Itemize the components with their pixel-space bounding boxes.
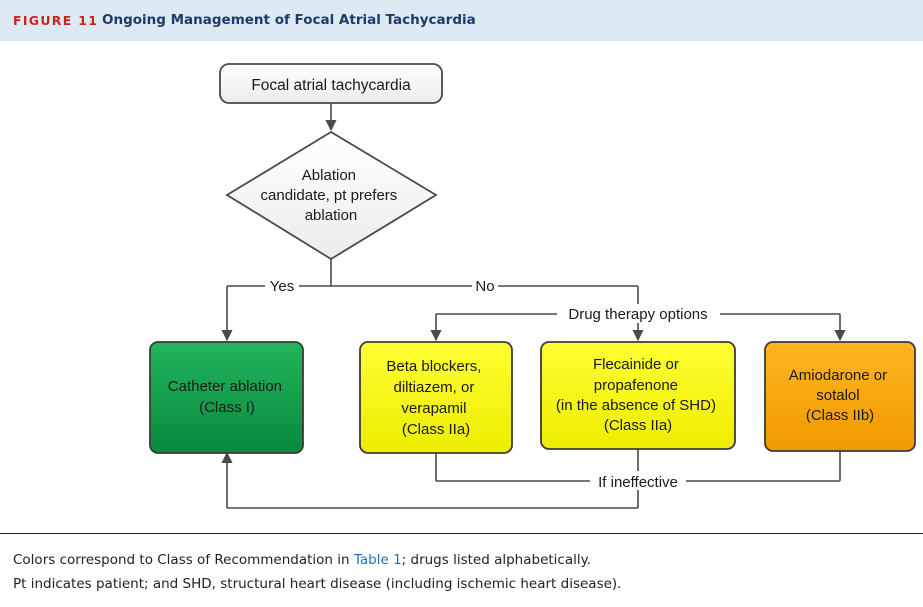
catheter-line-1: Catheter ablation (168, 378, 282, 395)
caption-line-1-start: Colors correspond to Class of Recommenda… (13, 552, 354, 568)
decision-line-2: candidate, pt prefers (261, 187, 398, 204)
beta-line-2: diltiazem, or (393, 379, 474, 396)
amiodarone-box: Amiodarone or sotalol (Class IIb) (764, 341, 916, 452)
figure-label: FIGURE 11 (13, 13, 99, 28)
decision-text: Ablation candidate, pt prefers ablation (261, 167, 402, 224)
yes-label: Yes (270, 278, 294, 295)
caption-line-1-end: ; drugs listed alphabetically. (401, 552, 591, 568)
svg-text:Beta blockers, diltiazem: Beta blockers, diltiazem, or verapamil (… (386, 358, 485, 438)
decision-line-3: ablation (305, 207, 358, 224)
beta-blockers-box: Beta blockers, diltiazem, or verapamil (… (359, 341, 513, 454)
flecainide-line-3: (in the absence of SHD) (556, 397, 716, 414)
decision-line-1: Ablation (302, 167, 356, 184)
svg-text:Flecainide or propafenon: Flecainide or propafenone (in the absenc… (556, 356, 720, 434)
flecainide-box: Flecainide or propafenone (in the absenc… (540, 341, 736, 450)
beta-line-3: verapamil (401, 400, 466, 417)
branch-labels: Yes No Drug therapy options If ineffecti… (265, 276, 720, 491)
amiodarone-line-1: Amiodarone or (789, 367, 887, 384)
svg-text:Amiodarone or sotalol: Amiodarone or sotalol (Class IIb) (789, 367, 892, 424)
catheter-line-2: (Class I) (199, 399, 255, 416)
amiodarone-line-3: (Class IIb) (806, 407, 874, 424)
flecainide-line-2: propafenone (594, 377, 678, 394)
if-ineffective-label: If ineffective (598, 474, 678, 491)
amiodarone-line-2: sotalol (816, 387, 859, 404)
caption-line-1: Colors correspond to Class of Recommenda… (13, 552, 591, 568)
beta-line-1: Beta blockers, (386, 358, 481, 375)
table-1-link[interactable]: Table 1 (353, 552, 402, 568)
caption-line-2: Pt indicates patient; and SHD, structura… (13, 576, 622, 592)
start-node-text: Focal atrial tachycardia (251, 77, 411, 94)
beta-line-4: (Class IIa) (402, 421, 470, 438)
figure-title: Ongoing Management of Focal Atrial Tachy… (102, 12, 476, 28)
no-label: No (475, 278, 494, 295)
drug-options-label: Drug therapy options (568, 306, 707, 323)
catheter-ablation-box: Catheter ablation (Class I) (149, 341, 304, 454)
flowchart: Focal atrial tachycardia Ablation candid… (149, 63, 916, 509)
decision-node: Ablation candidate, pt prefers ablation (225, 130, 438, 261)
svg-text:Catheter ablation (Class: Catheter ablation (Class I) (168, 378, 286, 416)
figure-header: FIGURE 11 Ongoing Management of Focal At… (0, 0, 923, 41)
flecainide-line-4: (Class IIa) (604, 417, 672, 434)
start-node: Focal atrial tachycardia (219, 63, 443, 104)
flecainide-line-1: Flecainide or (593, 356, 679, 373)
caption-divider (0, 533, 923, 534)
